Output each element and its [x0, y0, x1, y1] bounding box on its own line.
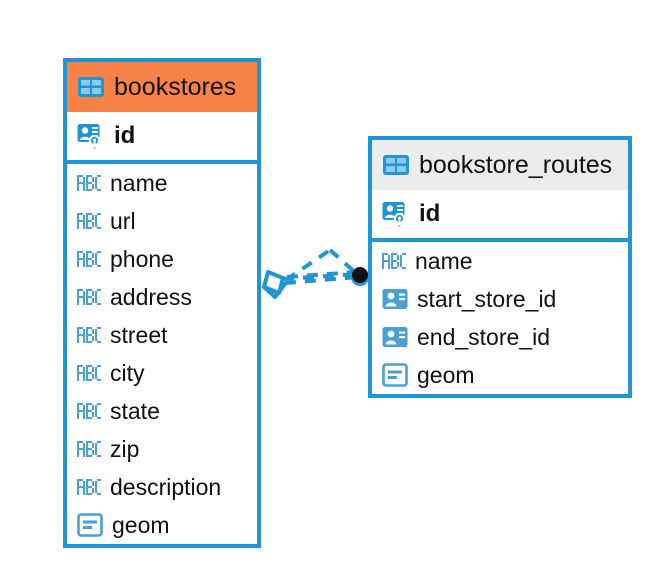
field-row-city[interactable]: city [67, 354, 257, 392]
abc-text-icon [77, 365, 101, 381]
abc-text-icon [77, 441, 101, 457]
field-label: url [110, 207, 136, 234]
field-row-url[interactable]: url [67, 202, 257, 240]
field-row-name[interactable]: name [372, 242, 628, 280]
field-row-zip[interactable]: zip [67, 430, 257, 468]
entity-header-bookstores[interactable]: bookstores [67, 62, 257, 112]
field-label: id [114, 122, 136, 149]
relationship-source-marker [262, 270, 287, 299]
field-label: zip [110, 435, 140, 462]
abc-text-icon [77, 175, 101, 191]
primary-key-icon [382, 202, 406, 227]
field-label: name [415, 247, 473, 274]
entity-title: bookstore_routes [419, 150, 613, 179]
field-row-phone[interactable]: phone [67, 240, 257, 278]
entity-header-bookstore-routes[interactable]: bookstore_routes [372, 140, 628, 190]
abc-text-icon [382, 253, 406, 269]
geometry-icon [382, 363, 408, 387]
primary-key-icon [77, 124, 101, 149]
table-icon [78, 77, 104, 97]
abc-text-icon [77, 289, 101, 305]
field-row-pk[interactable]: id [67, 112, 257, 160]
field-row-street[interactable]: street [67, 316, 257, 354]
primary-key-divider [67, 160, 257, 164]
field-row-start-store-id[interactable]: start_store_id [372, 280, 628, 318]
field-label: state [110, 397, 160, 424]
foreign-key-icon [382, 327, 408, 347]
field-row-name[interactable]: name [67, 164, 257, 202]
entity-bookstores[interactable]: bookstores id [63, 58, 261, 548]
field-row-pk[interactable]: id [372, 190, 628, 238]
abc-text-icon [77, 251, 101, 267]
field-label: start_store_id [417, 285, 557, 312]
relationship-connector [282, 270, 359, 285]
entity-bookstore-routes[interactable]: bookstore_routes id [368, 136, 632, 398]
abc-text-icon [77, 403, 101, 419]
field-label: address [110, 283, 192, 310]
field-label: street [110, 321, 168, 348]
field-label: description [110, 473, 222, 500]
field-row-address[interactable]: address [67, 278, 257, 316]
field-row-geom[interactable]: geom [67, 506, 257, 544]
relationship-crows-foot [284, 248, 359, 282]
field-label: geom [112, 511, 170, 538]
field-list-bookstores: name url [67, 164, 257, 544]
field-list-bookstore-routes: name start_store_id [372, 242, 628, 394]
field-label: name [110, 169, 168, 196]
entity-title: bookstores [114, 72, 237, 101]
field-row-state[interactable]: state [67, 392, 257, 430]
field-label: city [110, 359, 145, 386]
relationship-target-marker [351, 267, 369, 286]
abc-text-icon [77, 213, 101, 229]
field-label: end_store_id [417, 323, 550, 350]
abc-text-icon [77, 327, 101, 343]
field-row-description[interactable]: description [67, 468, 257, 506]
abc-text-icon [77, 479, 101, 495]
field-row-end-store-id[interactable]: end_store_id [372, 318, 628, 356]
foreign-key-icon [382, 289, 408, 309]
primary-key-divider [372, 238, 628, 242]
geometry-icon [77, 513, 103, 537]
field-label: phone [110, 245, 174, 272]
field-row-geom[interactable]: geom [372, 356, 628, 394]
field-label: id [419, 200, 441, 227]
table-icon [383, 155, 409, 175]
field-label: geom [417, 361, 475, 388]
